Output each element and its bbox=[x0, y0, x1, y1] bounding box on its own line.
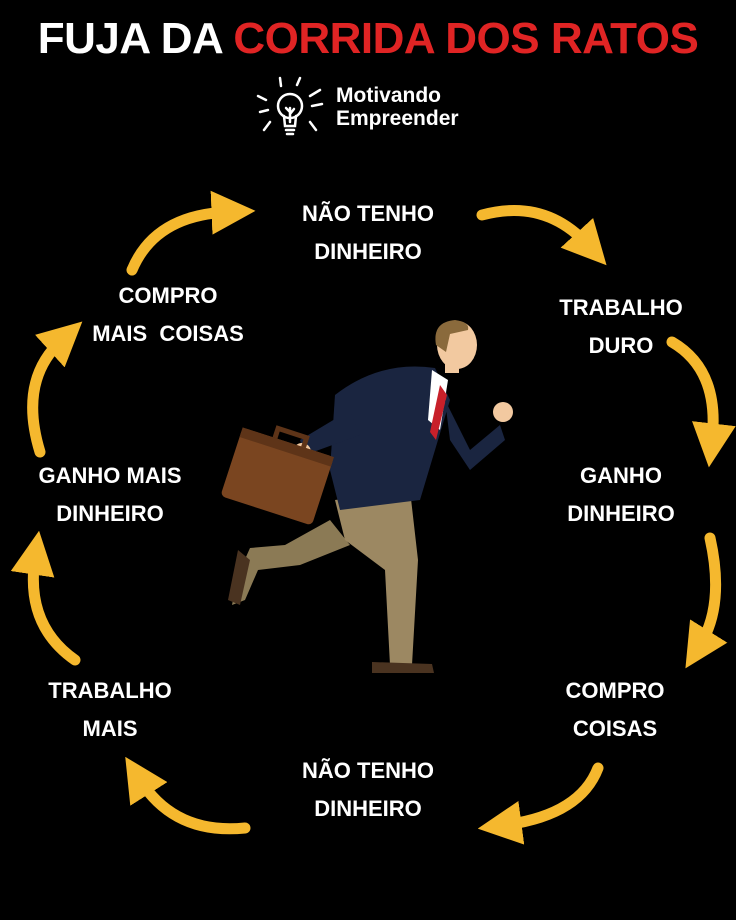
step-line: DINHEIRO bbox=[314, 796, 422, 821]
arrow-6 bbox=[125, 756, 251, 835]
step-line: TRABALHO bbox=[48, 678, 172, 703]
step-line: NÃO TENHO bbox=[302, 201, 434, 226]
step-line: DINHEIRO bbox=[56, 501, 164, 526]
step-line: DINHEIRO bbox=[314, 239, 422, 264]
arrow-5 bbox=[477, 762, 604, 845]
cycle-step-3: GANHO DINHEIRO bbox=[501, 457, 736, 533]
logo: Motivando Empreender bbox=[250, 74, 510, 144]
step-line: COISAS bbox=[572, 716, 658, 741]
title-white: FUJA DA bbox=[37, 14, 222, 63]
arrow-8 bbox=[27, 321, 83, 458]
step-line: DURO bbox=[588, 333, 654, 358]
page-title: FUJA DA CORRIDA DOS RATOS bbox=[0, 14, 736, 64]
cycle-step-1: NÃO TENHO DINHEIRO bbox=[248, 195, 488, 271]
cycle-step-7: GANHO MAIS DINHEIRO bbox=[0, 457, 230, 533]
lightbulb-icon bbox=[256, 76, 324, 136]
arrow-4 bbox=[685, 532, 728, 669]
step-line: COMPRO bbox=[118, 283, 218, 308]
cycle-step-6: TRABALHO MAIS bbox=[0, 672, 230, 748]
arrow-7 bbox=[10, 530, 81, 666]
cycle-step-2: TRABALHO DURO bbox=[501, 289, 736, 365]
logo-line-2: Empreender bbox=[336, 107, 459, 130]
arrow-3 bbox=[666, 336, 736, 468]
businessman-illustration bbox=[221, 320, 513, 673]
step-line: NÃO TENHO bbox=[302, 758, 434, 783]
title-red: CORRIDA DOS RATOS bbox=[233, 14, 699, 63]
arrow-2 bbox=[476, 205, 607, 266]
step-line: DINHEIRO bbox=[567, 501, 675, 526]
step-line: GANHO bbox=[580, 463, 662, 488]
step-line: MAIS bbox=[82, 716, 138, 741]
logo-text: Motivando Empreender bbox=[336, 84, 459, 130]
step-line: TRABALHO bbox=[559, 295, 683, 320]
logo-line-1: Motivando bbox=[336, 84, 441, 107]
cycle-step-8: COMPRO MAIS COISAS bbox=[48, 277, 288, 353]
step-line: COMPRO bbox=[565, 678, 665, 703]
arrow-1 bbox=[126, 190, 256, 276]
cycle-step-4: COMPRO COISAS bbox=[495, 672, 735, 748]
cycle-step-5: NÃO TENHO DINHEIRO bbox=[248, 752, 488, 828]
step-line: GANHO MAIS bbox=[38, 463, 182, 488]
step-line: MAIS COISAS bbox=[92, 321, 244, 346]
